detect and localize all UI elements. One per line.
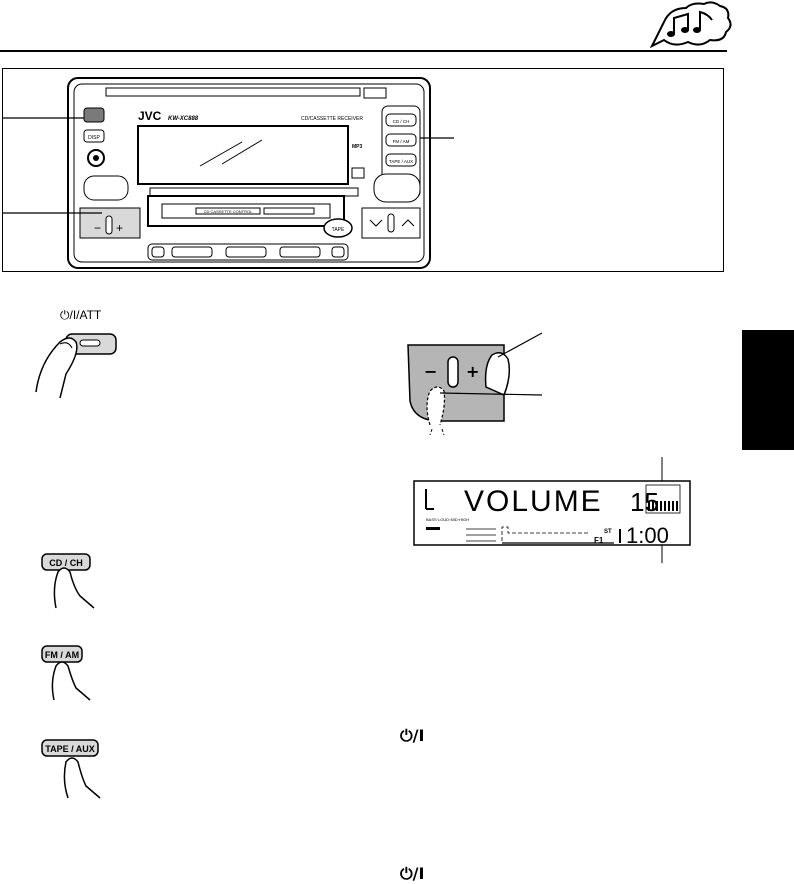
fm-am-label: FM / AM bbox=[45, 650, 79, 660]
fm-am-press-illustration: FM / AM bbox=[41, 645, 91, 701]
level-bar-meter bbox=[648, 501, 678, 511]
model-name: KW-XC888 bbox=[168, 116, 199, 122]
lcd-display-illustration: VOLUME 15 BASS·LOUD·MID·HIGH ST F1 1:00 bbox=[413, 457, 691, 563]
tape-aux-press-illustration: TAPE / AUX bbox=[41, 739, 101, 799]
header-rule bbox=[0, 50, 727, 52]
product-type: CD/CASSETTE RECEIVER bbox=[301, 116, 363, 122]
panel-volume-plus[interactable]: + bbox=[116, 221, 123, 235]
power-symbol-ref-1: ⏻/I bbox=[400, 726, 425, 745]
lcd-time: 1:00 bbox=[626, 523, 669, 548]
svg-text:FM / AM: FM / AM bbox=[393, 139, 410, 144]
music-notes-icon bbox=[649, 1, 732, 49]
power-symbol-ref-2: ⏻/I bbox=[400, 864, 425, 883]
cd-eject-button[interactable] bbox=[363, 87, 387, 99]
panel-volume-minus[interactable]: − bbox=[94, 221, 101, 235]
lcd-mode-labels: BASS·LOUD·MID·HIGH bbox=[426, 517, 469, 522]
lcd-level: 15 bbox=[630, 487, 659, 517]
svg-text:TAPE: TAPE bbox=[332, 227, 345, 233]
svg-text:CD / CH: CD / CH bbox=[393, 119, 410, 124]
power-att-press-illustration bbox=[35, 333, 117, 399]
volume-plus[interactable]: + bbox=[466, 362, 479, 381]
front-panel-illustration: DISP JVC KW-XC888 CD/CASSETTE RECEIVER C… bbox=[2, 77, 454, 269]
cd-slot bbox=[105, 87, 361, 97]
lcd-f1-indicator: F1 bbox=[594, 536, 604, 545]
tape-aux-label: TAPE / AUX bbox=[45, 744, 95, 754]
cassette-control-label: CD CASSETTE CONTROL bbox=[204, 209, 253, 214]
cd-ch-press-illustration: CD / CH bbox=[41, 553, 95, 609]
section-tab bbox=[742, 330, 794, 450]
tape-aux-panel-button[interactable] bbox=[385, 153, 417, 167]
cd-ch-label: CD / CH bbox=[49, 558, 83, 568]
svg-text:TAPE / AUX: TAPE / AUX bbox=[389, 159, 413, 164]
disp-button[interactable] bbox=[83, 129, 105, 143]
lcd-frame bbox=[413, 480, 691, 546]
preset-5-6-button[interactable] bbox=[279, 246, 321, 258]
mode-button[interactable] bbox=[151, 246, 165, 258]
cd-ch-panel-button[interactable] bbox=[385, 113, 417, 127]
power-att-caption: ⏻/I/ATT bbox=[60, 308, 102, 322]
power-att-button[interactable] bbox=[83, 107, 105, 123]
mp3-logo: MP3 bbox=[352, 144, 363, 150]
preset-1-2-button[interactable] bbox=[171, 246, 213, 258]
volume-knob-illustration: − + bbox=[407, 332, 543, 436]
disp-label: DISP bbox=[88, 135, 100, 141]
front-panel-figure bbox=[2, 68, 724, 272]
brand-logo: JVC bbox=[138, 109, 162, 123]
tape-aux-button[interactable] bbox=[41, 739, 99, 757]
tape-eject-button[interactable] bbox=[323, 218, 353, 238]
select-knob[interactable] bbox=[83, 175, 129, 201]
lcd-main-text: VOLUME bbox=[464, 485, 603, 518]
seek-knob[interactable] bbox=[373, 173, 421, 203]
volume-minus[interactable]: − bbox=[424, 362, 437, 381]
fm-am-panel-button[interactable] bbox=[385, 133, 417, 147]
lcd-st-indicator: ST bbox=[604, 529, 612, 535]
display-window bbox=[137, 125, 349, 185]
preset-3-4-button[interactable] bbox=[225, 246, 267, 258]
